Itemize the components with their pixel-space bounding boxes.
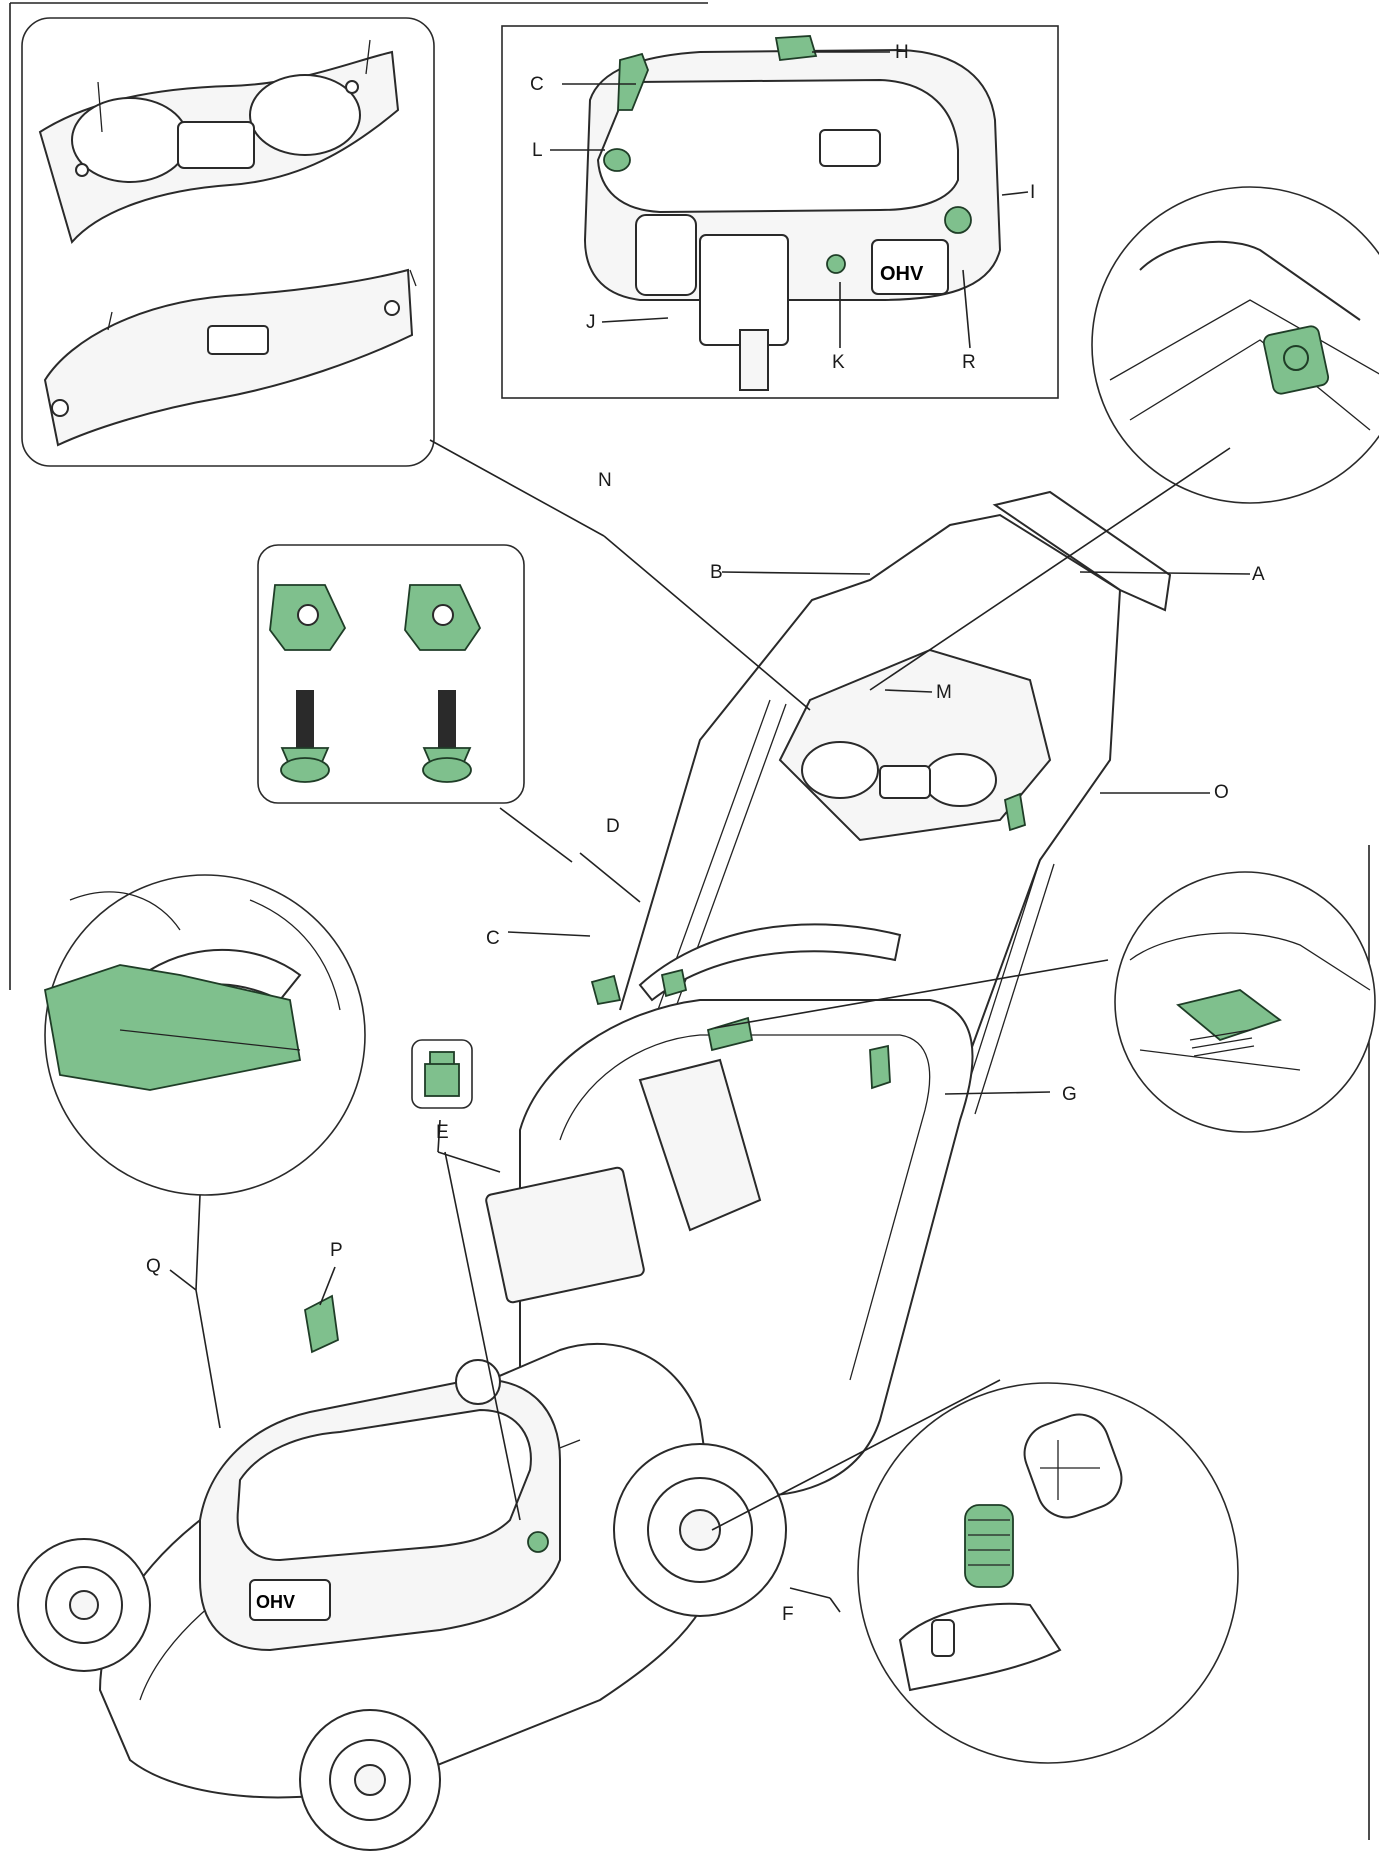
engine-ohv-badge: OHV — [880, 263, 924, 285]
front-left-wheel — [17, 1538, 151, 1672]
label-I: I — [1030, 182, 1035, 203]
label-N: N — [598, 470, 612, 491]
mower-ohv-badge: OHV — [256, 1592, 295, 1612]
label-J: J — [586, 312, 596, 333]
label-C-handle: C — [486, 928, 500, 949]
label-E: E — [436, 1122, 449, 1143]
circle-fill-indicator — [1114, 871, 1376, 1133]
label-Q: Q — [146, 1256, 161, 1277]
inset-engine: OHV — [501, 25, 1059, 399]
lawn-mower: OHV — [17, 490, 1172, 1851]
circle-mulch-flap — [43, 874, 366, 1196]
circle-washout-connector — [857, 1382, 1239, 1764]
label-A: A — [1252, 564, 1265, 585]
label-B: B — [710, 562, 723, 583]
leader-lines — [169, 51, 1251, 1613]
label-M: M — [936, 682, 952, 703]
label-F: F — [782, 1604, 794, 1625]
front-right-wheel — [299, 1709, 441, 1851]
label-G: G — [1062, 1084, 1077, 1105]
label-C-engine: C — [530, 74, 544, 95]
inset-adaptor — [411, 1039, 473, 1109]
inset-handle-covers — [21, 17, 435, 467]
label-R: R — [962, 352, 976, 373]
label-H: H — [895, 42, 909, 63]
inset-bolts-knobs — [257, 544, 525, 804]
label-L: L — [532, 140, 543, 161]
rear-right-wheel — [613, 1443, 787, 1617]
label-O: O — [1214, 782, 1229, 803]
label-K: K — [832, 352, 845, 373]
label-D: D — [606, 816, 620, 837]
label-P: P — [330, 1240, 343, 1261]
part-labels: A B C C D E F G H I J K L M N O P Q R — [146, 42, 1265, 1625]
circle-start-button — [1091, 186, 1379, 504]
